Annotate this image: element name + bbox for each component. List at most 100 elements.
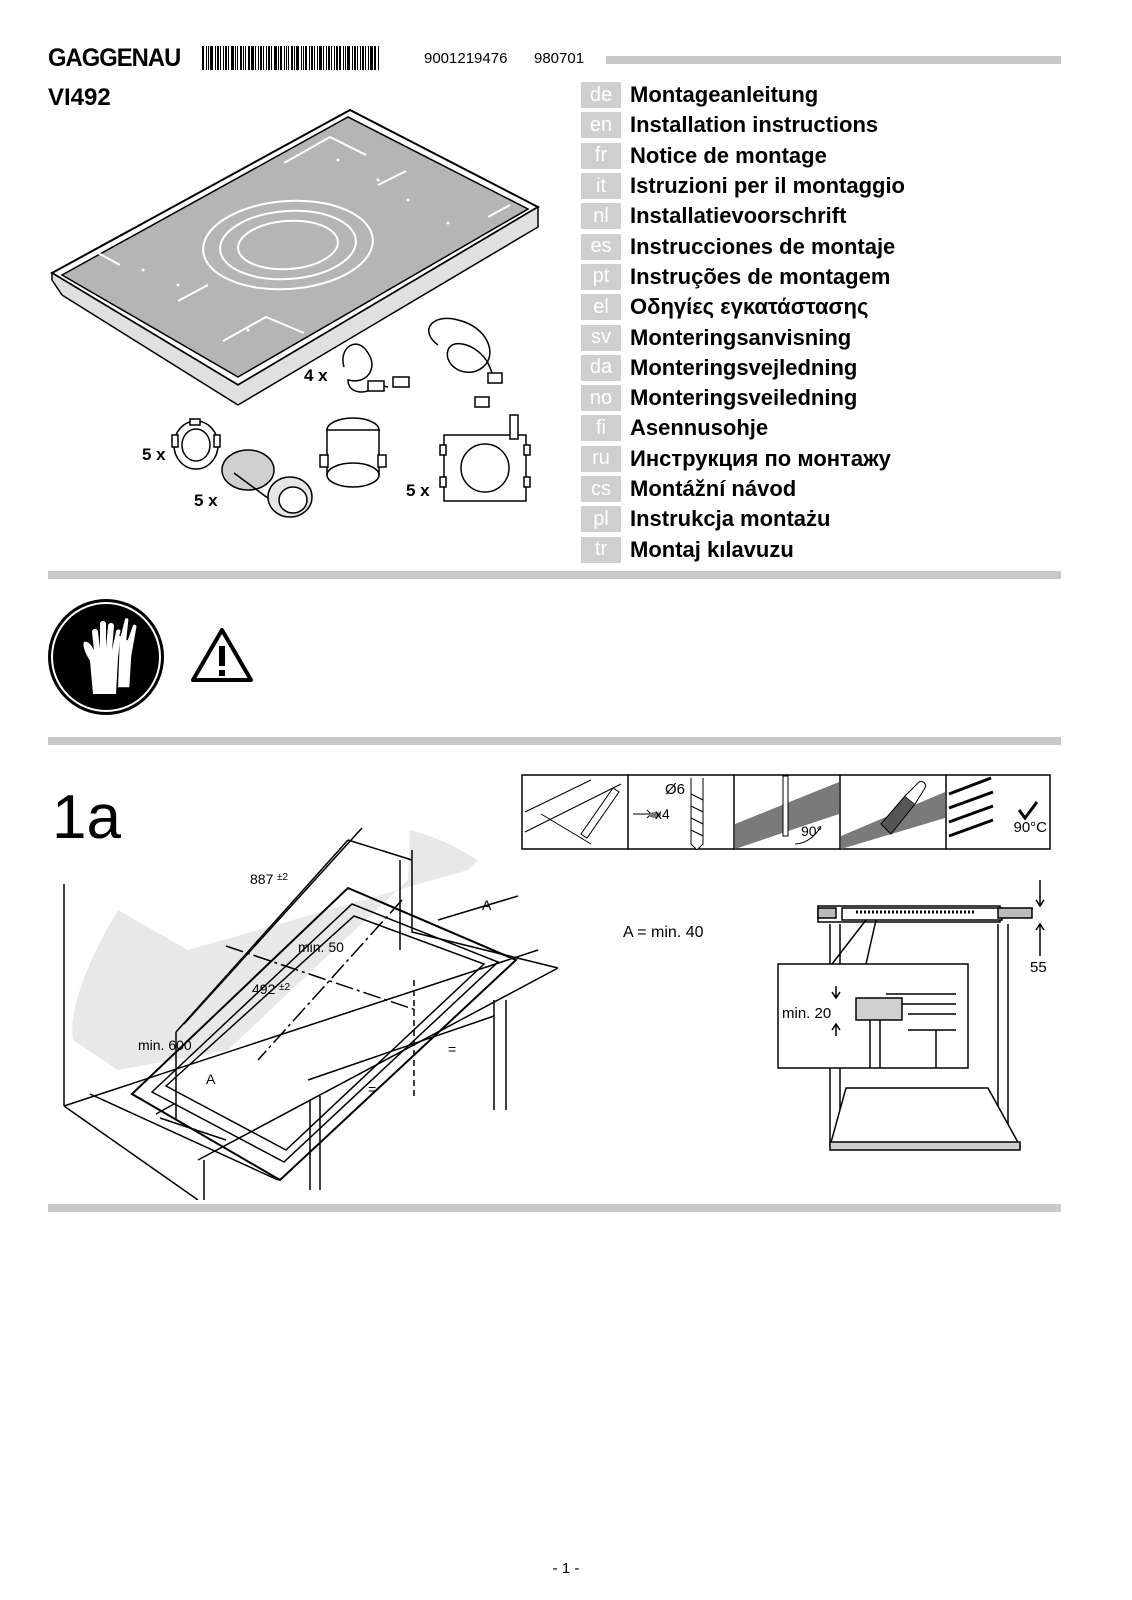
heat-resistant-icon: [948, 776, 994, 838]
barcode-bar: [352, 46, 353, 70]
step-number: 1a: [52, 783, 121, 852]
depth-tolerance: ±2: [279, 982, 290, 993]
barcode-bar: [347, 46, 350, 70]
language-title: Installation instructions: [630, 112, 879, 138]
language-title: Montageanleitung: [630, 82, 819, 108]
barcode-bar: [220, 46, 221, 70]
language-row-fi: fi Asennusohje: [581, 413, 905, 443]
language-row-sv: sv Monteringsanvisning: [581, 322, 905, 352]
edition-number: 980701: [534, 50, 585, 67]
temperature-label: 90°C: [1013, 819, 1047, 836]
language-title: Installatievoorschrift: [630, 203, 847, 229]
barcode-bar: [258, 46, 259, 70]
barcode-bar: [235, 46, 236, 70]
barcode-bar: [248, 46, 250, 70]
language-code: cs: [581, 476, 621, 502]
barcode-bar: [202, 46, 204, 70]
barcode-bar: [301, 46, 302, 70]
cooktop-icon: [49, 108, 541, 406]
language-row-en: en Installation instructions: [581, 110, 905, 140]
language-title: Monteringsanvisning: [630, 324, 852, 350]
barcode-bar: [328, 46, 330, 70]
language-code: da: [581, 354, 621, 381]
barcode-bar: [354, 46, 356, 70]
barcode-bar: [215, 46, 216, 70]
barcode-bar: [362, 46, 364, 70]
document-number: 9001219476: [424, 50, 508, 67]
barcode-bar: [314, 46, 315, 70]
language-title: Instrucciones de montaje: [630, 233, 896, 259]
language-title: Monteringsvejledning: [630, 354, 858, 380]
barcode-icon: [202, 46, 412, 70]
barcode-bar: [280, 46, 282, 70]
min-50-label: min. 50: [298, 939, 344, 955]
barcode-bar: [365, 46, 366, 70]
connection-cable-icon: [342, 317, 503, 408]
barcode-bar: [323, 46, 324, 70]
barcode-bar: [336, 46, 338, 70]
language-code: tr: [581, 536, 621, 563]
barcode-bar: [331, 46, 332, 70]
model-name: VI492: [48, 84, 111, 111]
a-min-label: A = min. 40: [623, 924, 704, 941]
gloves-icon: [48, 599, 164, 715]
barcode-bar: [357, 46, 358, 70]
language-title: Notice de montage: [630, 142, 827, 168]
instruction-strip: Ø6 x4 90° 90°C: [521, 774, 1051, 850]
angle-label: 90°: [801, 823, 822, 839]
barcode-bar: [286, 46, 287, 70]
section-rule: [48, 737, 1061, 745]
knob-housing-icon: [319, 417, 387, 488]
min-600-label: min. 600: [138, 1037, 192, 1053]
language-code: fi: [581, 415, 621, 442]
language-list: de Montageanleitung en Installation instru…: [581, 80, 905, 565]
barcode-bar: [243, 46, 244, 70]
barcode-bar: [206, 46, 207, 70]
barcode-bar: [263, 46, 264, 70]
cables-quantity: 4 x: [304, 366, 328, 385]
barcode-bar: [217, 46, 219, 70]
label-a-top: A: [482, 897, 492, 913]
language-code: en: [581, 112, 621, 139]
barcode-bar: [374, 46, 376, 70]
nuts-quantity: 5 x: [142, 445, 166, 464]
language-code: nl: [581, 203, 621, 230]
barcode-bar: [360, 46, 361, 70]
barcode-bar: [208, 46, 209, 70]
barcode-bar: [231, 46, 234, 70]
language-code: fr: [581, 142, 621, 169]
barcode-bar: [309, 46, 310, 70]
barcode-bar: [305, 46, 307, 70]
retaining-nut-icon: [171, 418, 221, 470]
width-dimension: 887: [250, 871, 274, 887]
language-code: es: [581, 233, 621, 260]
barcode-bar: [274, 46, 277, 70]
language-row-nl: nl Installatievoorschrift: [581, 201, 905, 231]
barcode-bar: [255, 46, 256, 70]
barcode-bar: [266, 46, 267, 70]
language-title: Montážní návod: [630, 476, 797, 501]
warning-triangle-icon: [191, 628, 253, 682]
language-title: Asennusohje: [630, 415, 769, 441]
language-code: sv: [581, 324, 621, 351]
drill-bit-icon: [633, 778, 704, 850]
section-rule: [48, 1204, 1061, 1212]
header-rule: [606, 56, 1061, 64]
width-tolerance: ±2: [277, 872, 288, 883]
page-number: - 1 -: [552, 1560, 580, 1577]
barcode-bar: [370, 46, 373, 70]
min-20-label: min. 20: [782, 1005, 831, 1022]
language-row-de: de Montageanleitung: [581, 80, 905, 110]
barcode-bar: [296, 46, 299, 70]
drill-diameter-label: Ø6: [665, 781, 685, 798]
language-code: de: [581, 82, 621, 109]
barcode-bar: [345, 46, 346, 70]
barcode-bar: [245, 46, 246, 70]
control-knob-icon: [221, 449, 313, 518]
label-a-bottom: A: [206, 1071, 216, 1087]
